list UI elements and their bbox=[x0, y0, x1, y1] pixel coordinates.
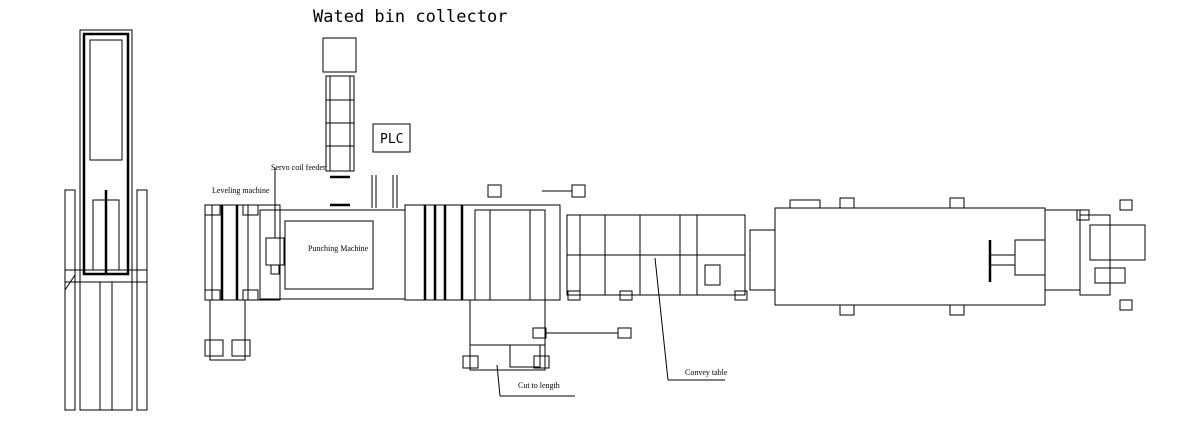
punching-machine-label: Punching Machine bbox=[308, 244, 369, 253]
leveling-machine-label: Leveling machine bbox=[212, 186, 270, 195]
plc-label: PLC bbox=[380, 132, 403, 147]
cut-to-length-machine bbox=[404, 184, 632, 397]
uncoiler-side-view bbox=[64, 29, 148, 411]
leveling-machine bbox=[204, 204, 281, 361]
diagram-title: Wated bin collector bbox=[313, 7, 507, 27]
convey-table bbox=[566, 214, 776, 381]
punching-machine bbox=[259, 168, 406, 300]
cut-to-length-label: Cut to length bbox=[518, 381, 560, 390]
convey-table-label: Convey table bbox=[685, 368, 728, 377]
servo-coil-feeder-label: Servo coil feeder bbox=[271, 163, 326, 172]
stacking-machine bbox=[774, 197, 1146, 316]
plc-box bbox=[372, 123, 411, 153]
waste-bin-collector bbox=[322, 37, 398, 208]
